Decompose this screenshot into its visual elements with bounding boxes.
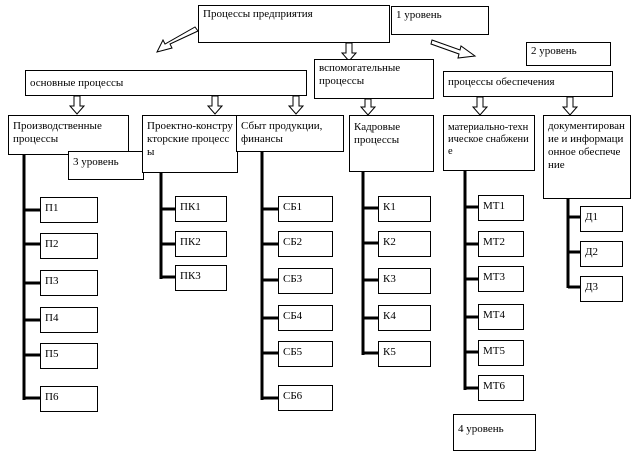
leaf-sb4: СБ4: [278, 305, 333, 331]
leaf-sb6: СБ6: [278, 385, 333, 411]
leaf-p3: П3: [40, 270, 98, 296]
leaf-pk1: ПК1: [175, 196, 227, 222]
leaf-mt2: МТ2: [478, 231, 524, 257]
leaf-mt5: МТ5: [478, 340, 524, 366]
leaf-d1: Д1: [580, 206, 623, 232]
leaf-sb5: СБ5: [278, 341, 333, 367]
leaf-sb1: СБ1: [278, 196, 333, 222]
hr-processes-box: Кадровые процессы: [349, 115, 434, 172]
leaf-p2: П2: [40, 233, 98, 259]
leaf-k5: К5: [378, 341, 431, 367]
leaf-pk2: ПК2: [175, 231, 227, 257]
level-1-label: 1 уровень: [391, 6, 489, 35]
leaf-pk3: ПК3: [175, 265, 227, 291]
sales-processes-box: Сбыт продукции, финансы: [236, 115, 344, 152]
leaf-k2: К2: [378, 231, 431, 257]
root-process-box: Процессы предприятия: [198, 5, 390, 43]
leaf-p6: П6: [40, 386, 98, 412]
main-processes-box: основные процессы: [25, 70, 307, 96]
level-2-label: 2 уровень: [526, 42, 611, 66]
leaf-p4: П4: [40, 307, 98, 333]
leaf-d3: Д3: [580, 276, 623, 302]
leaf-mt3: МТ3: [478, 266, 524, 292]
leaf-k1: К1: [378, 196, 431, 222]
leaf-mt1: МТ1: [478, 195, 524, 221]
auxiliary-processes-box: вспомогательные процессы: [314, 59, 434, 99]
leaf-sb2: СБ2: [278, 231, 333, 257]
material-supply-box: материально-техническое снабжение: [443, 115, 535, 171]
leaf-p1: П1: [40, 197, 98, 223]
leaf-k3: К3: [378, 268, 431, 294]
leaf-mt6: МТ6: [478, 375, 524, 401]
support-processes-box: процессы обеспечения: [443, 71, 613, 97]
production-processes-box: Производственные процессы: [8, 115, 129, 155]
leaf-sb3: СБ3: [278, 268, 333, 294]
design-processes-box: Проектно-конструкторские процессы: [142, 115, 238, 173]
leaf-mt4: МТ4: [478, 304, 524, 330]
leaf-k4: К4: [378, 305, 431, 331]
leaf-d2: Д2: [580, 241, 623, 267]
level-4-label: 4 уровень: [453, 414, 536, 451]
leaf-p5: П5: [40, 343, 98, 369]
documentation-box: документирование и информационное обеспе…: [543, 115, 631, 199]
level-3-label: 3 уровень: [68, 151, 144, 180]
